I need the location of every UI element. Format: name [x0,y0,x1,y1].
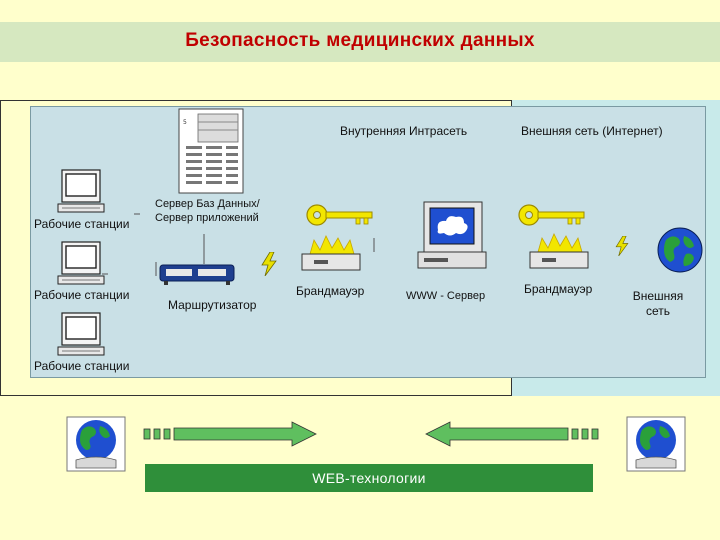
workstation-label: Рабочие станции [34,359,130,373]
workstation-label: Рабочие станции [34,217,130,231]
firewall-label: Брандмауэр [524,282,593,296]
key-icon [306,204,373,226]
key-icon [518,204,585,226]
internet-zone-label: Внешняя сеть (Интернет) [521,124,663,138]
network-connectors [102,213,375,276]
arrow-left-icon [425,421,599,447]
www-server-icon [417,201,487,269]
workstation-label: Рабочие станции [34,288,130,302]
lightning-icon [615,236,629,256]
external-net-label-line1: Внешняя [632,289,684,303]
globe-icon [626,416,686,472]
page-title: Безопасность медицинских данных [185,30,535,51]
svg-text:5: 5 [183,119,187,126]
workstation-icon [57,312,105,356]
intranet-zone-label: Внутренняя Интрасеть [340,124,468,138]
firewall-icon [301,235,361,271]
network-panel [30,106,706,378]
globe-icon [657,227,703,273]
workstation-icon [57,169,105,213]
server-label-line1: Сервер Баз Данных/ [155,198,260,210]
server-rack-icon: 5 [178,108,244,194]
web-technologies-bar: WEB-технологии [145,464,593,492]
workstation-icon [57,241,105,285]
router-label: Маршрутизатор [168,298,257,312]
www-server-label: WWW - Сервер [406,290,486,302]
server-label-line2: Сервер приложений [155,212,259,224]
firewall-label: Брандмауэр [296,284,365,298]
title-bar [0,22,720,62]
firewall-icon [529,233,589,269]
lightning-icon [261,252,277,276]
external-net-label-line2: сеть [645,304,671,318]
arrow-right-icon [143,421,317,447]
router-icon [159,264,235,285]
globe-icon [66,416,126,472]
